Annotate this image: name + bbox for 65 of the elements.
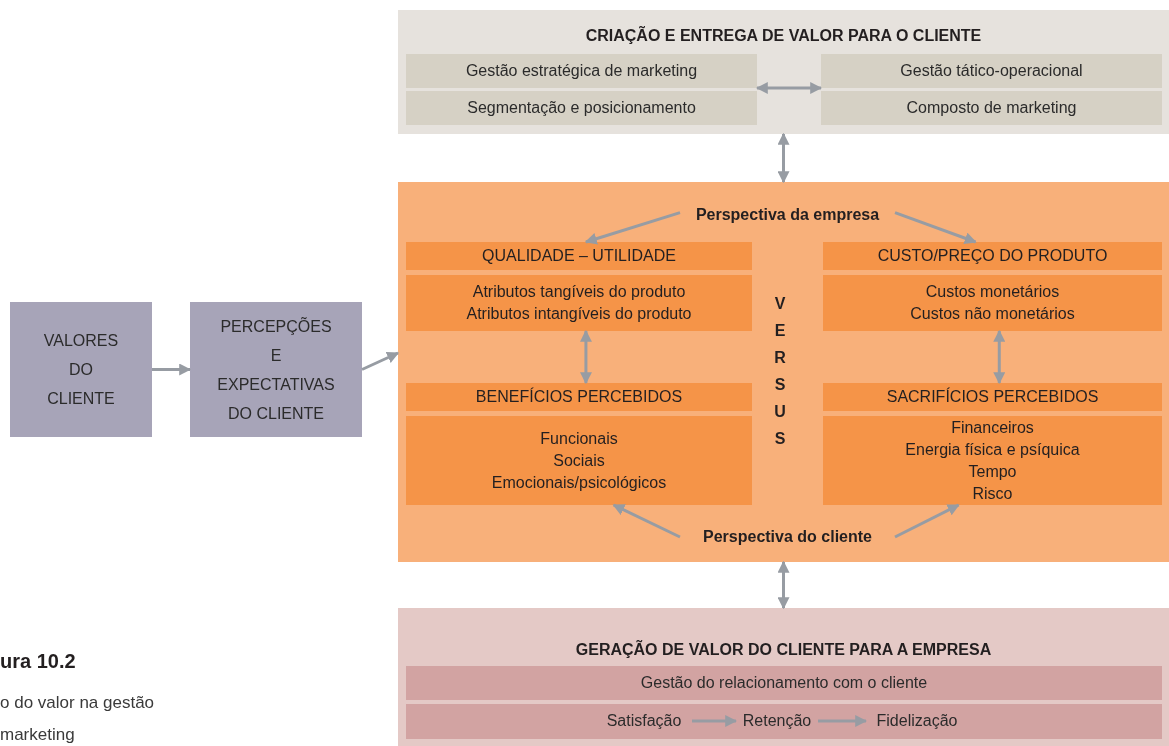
arrow bbox=[777, 132, 790, 184]
header-text: BENEFÍCIOS PERCEBIDOS bbox=[475, 386, 683, 407]
list-item: Custos monetários bbox=[925, 282, 1060, 302]
list-item: Financeiros bbox=[951, 417, 1034, 438]
header-box bbox=[406, 383, 752, 411]
arrow bbox=[894, 503, 960, 539]
arrow bbox=[993, 329, 1006, 385]
figure-caption: marketing bbox=[0, 724, 75, 746]
list-box bbox=[406, 275, 752, 331]
list-item: Atributos intangíveis do produto bbox=[466, 304, 692, 324]
panel-title: GERAÇÃO DE VALOR DO CLIENTE PARA A EMPRESA bbox=[574, 639, 993, 660]
list-item: Funcionais bbox=[540, 428, 618, 449]
step-text: Retenção bbox=[742, 711, 812, 731]
header-text: CUSTO/PREÇO DO PRODUTO bbox=[877, 246, 1108, 266]
arrow bbox=[361, 351, 400, 371]
box-text: PERCEPÇÕES E EXPECTATIVAS DO CLIENTE bbox=[216, 316, 336, 424]
arrow bbox=[755, 82, 823, 94]
arrow bbox=[894, 211, 977, 244]
panel bbox=[398, 608, 1169, 746]
row-box bbox=[406, 704, 1162, 739]
arrow bbox=[612, 503, 681, 539]
step-text: Fidelização bbox=[876, 711, 958, 731]
arrow bbox=[579, 329, 592, 385]
arrow bbox=[152, 363, 192, 376]
header-box bbox=[823, 383, 1162, 411]
item-text: Gestão tático-operacional bbox=[900, 61, 1083, 81]
figure-caption: o do valor na gestão bbox=[0, 692, 155, 714]
arrow bbox=[584, 211, 681, 245]
panel bbox=[398, 10, 1169, 134]
box-text: VALORES DO CLIENTE bbox=[42, 331, 120, 409]
process-box bbox=[190, 302, 362, 437]
figure-number: ura 10.2 bbox=[0, 649, 76, 674]
arrow bbox=[818, 715, 868, 727]
header-box bbox=[823, 242, 1162, 270]
list-item: Atributos tangíveis do produto bbox=[472, 282, 686, 302]
heading-text: Perspectiva do cliente bbox=[703, 527, 872, 547]
header-text: SACRIFÍCIOS PERCEBIDOS bbox=[886, 386, 1099, 407]
list-item: Emocionais/psicológicos bbox=[491, 472, 667, 493]
arrow bbox=[777, 560, 790, 610]
process-box bbox=[10, 302, 152, 437]
list-item: Sociais bbox=[553, 450, 605, 471]
panel bbox=[398, 182, 1169, 562]
item-text: Segmentação e posicionamento bbox=[467, 98, 696, 118]
arrow bbox=[692, 715, 738, 727]
item-text: Gestão do relacionamento com o cliente bbox=[640, 673, 928, 693]
list-box bbox=[823, 275, 1162, 331]
header-box bbox=[406, 242, 752, 270]
list-item: Custos não monetários bbox=[910, 304, 1075, 324]
item-box bbox=[821, 91, 1162, 125]
item-box bbox=[821, 54, 1162, 88]
heading-text: Perspectiva da empresa bbox=[695, 205, 880, 225]
item-text: Composto de marketing bbox=[906, 98, 1077, 118]
header-text: QUALIDADE – UTILIDADE bbox=[482, 246, 676, 266]
list-item: Energia física e psíquica bbox=[905, 439, 1080, 460]
step-text: Satisfação bbox=[606, 711, 682, 731]
item-text: Gestão estratégica de marketing bbox=[465, 61, 698, 81]
list-box bbox=[406, 416, 752, 505]
list-item: Tempo bbox=[968, 461, 1017, 482]
list-item: Risco bbox=[972, 483, 1013, 504]
item-box bbox=[406, 54, 757, 88]
item-box bbox=[406, 91, 757, 125]
list-box bbox=[823, 416, 1162, 505]
item-box bbox=[406, 666, 1162, 700]
vertical-text: VERSUS bbox=[773, 294, 787, 449]
panel-title: CRIAÇÃO E ENTREGA DE VALOR PARA O CLIENTE bbox=[584, 25, 983, 46]
